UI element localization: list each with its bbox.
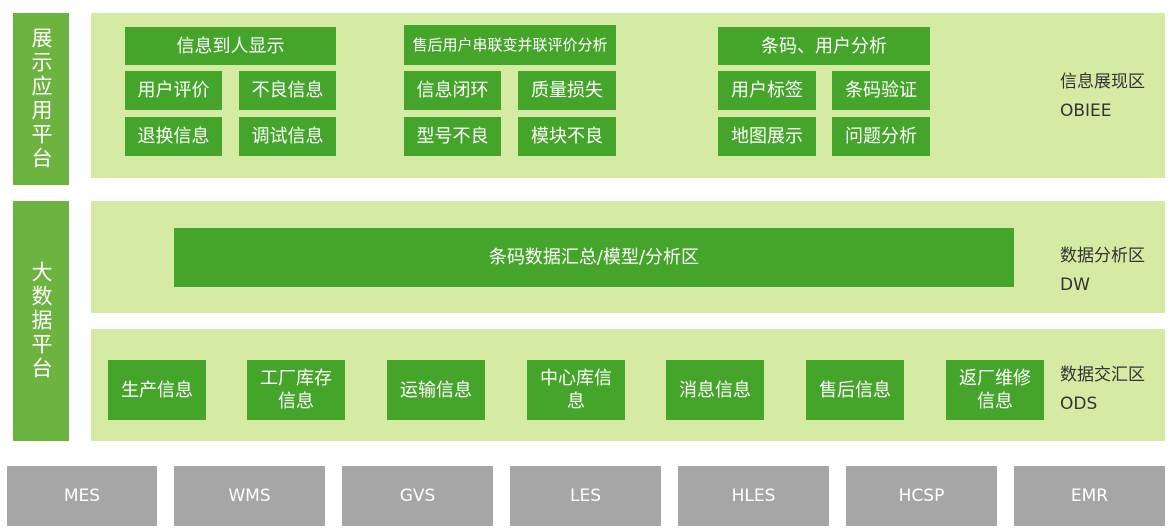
analysis-zone-name: 数据分析区 [1060, 246, 1145, 266]
group3-item: 地图展示 [718, 117, 816, 156]
group1-title: 信息到人显示 [125, 27, 336, 65]
exchange-item: 中心库信息 [527, 360, 625, 420]
source-system: LES [510, 466, 661, 526]
exchange-zone-sub: ODS [1060, 394, 1098, 414]
group2-item: 质量损失 [518, 71, 616, 110]
display-platform-label: 展示应用平台 [13, 13, 69, 185]
group2-item: 型号不良 [404, 117, 501, 156]
presentation-zone-label: 信息展现区 OBIEE [1060, 68, 1170, 126]
group3-title: 条码、用户分析 [718, 27, 930, 65]
group1-item: 用户评价 [125, 71, 222, 110]
exchange-item: 生产信息 [108, 360, 206, 420]
exchange-item: 运输信息 [387, 360, 485, 420]
presentation-zone-sub: OBIEE [1060, 101, 1112, 121]
exchange-item: 售后信息 [806, 360, 904, 420]
source-system: WMS [174, 466, 325, 526]
group3-item: 问题分析 [832, 117, 930, 156]
analysis-zone-sub: DW [1060, 275, 1090, 295]
source-system: MES [7, 466, 157, 526]
source-system: GVS [342, 466, 493, 526]
analysis-zone-label: 数据分析区 DW [1060, 242, 1170, 300]
source-system: HLES [678, 466, 829, 526]
exchange-item: 工厂库存信息 [247, 360, 345, 420]
group2-item: 模块不良 [518, 117, 616, 156]
source-system: EMR [1014, 466, 1165, 526]
group3-item: 条码验证 [832, 71, 930, 110]
exchange-zone-name: 数据交汇区 [1060, 365, 1145, 385]
analysis-main-box: 条码数据汇总/模型/分析区 [174, 228, 1014, 287]
source-system: HCSP [846, 466, 997, 526]
exchange-zone-label: 数据交汇区 ODS [1060, 361, 1170, 419]
exchange-item: 返厂维修信息 [946, 360, 1044, 420]
group1-item: 不良信息 [239, 71, 336, 110]
exchange-item: 消息信息 [666, 360, 764, 420]
group2-item: 信息闭环 [404, 71, 501, 110]
group3-item: 用户标签 [718, 71, 816, 110]
group1-item: 退换信息 [125, 117, 222, 156]
group2-title: 售后用户串联变并联评价分析 [404, 25, 616, 65]
presentation-zone-name: 信息展现区 [1060, 72, 1145, 92]
group1-item: 调试信息 [239, 117, 336, 156]
bigdata-platform-label: 大数据平台 [13, 201, 69, 441]
